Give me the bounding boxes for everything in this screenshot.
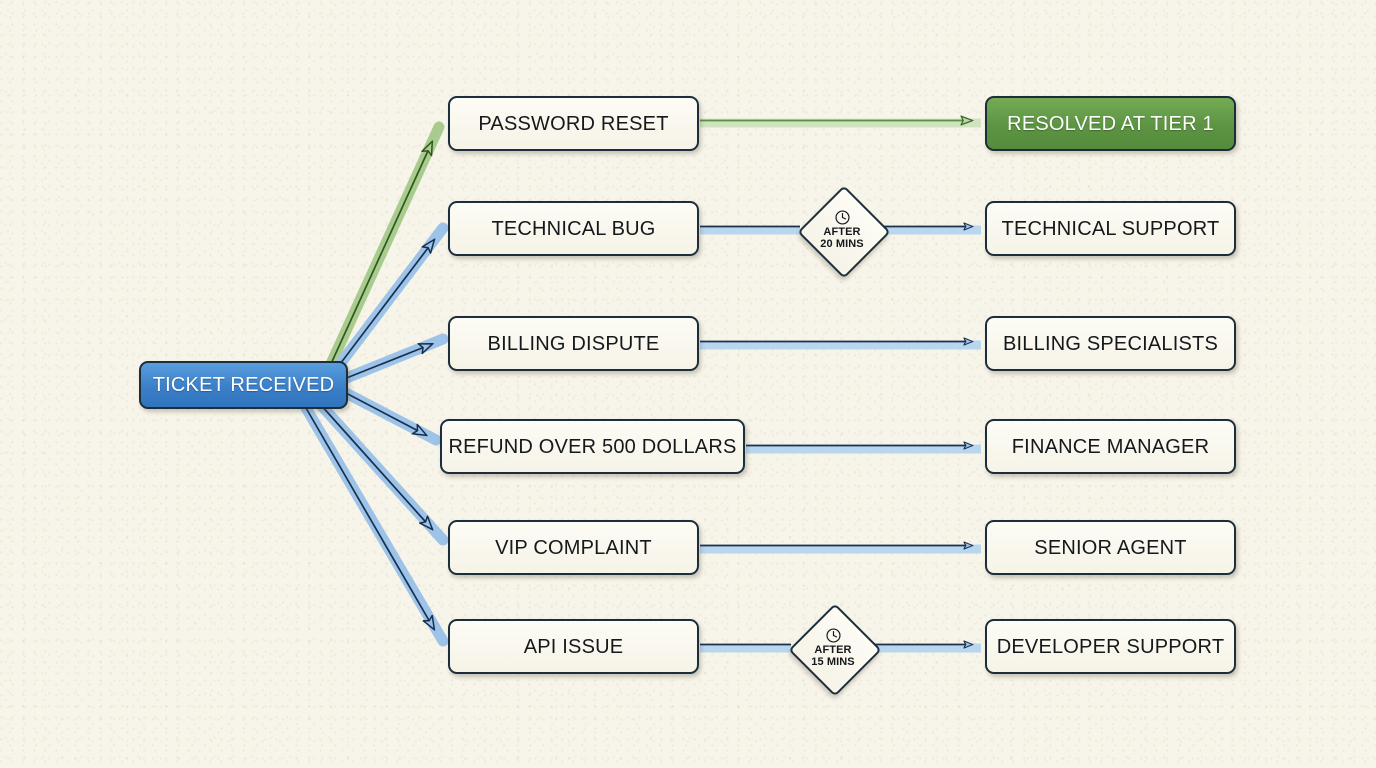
decision-line-2: 15 MINS (811, 656, 855, 668)
edge-ticket-to-api-issue (300, 402, 449, 647)
diamond-content: AFTER 20 MINS (820, 209, 864, 250)
clock-icon (834, 209, 851, 226)
edge-password-reset-to-resolved (700, 121, 981, 128)
node-api-issue[interactable]: API ISSUE (448, 619, 699, 674)
edge-refund-to-finance-manager (746, 446, 981, 454)
node-senior-agent[interactable]: SENIOR AGENT (985, 520, 1236, 575)
node-ticket-received[interactable]: TICKET RECEIVED (139, 361, 348, 409)
clock-icon (825, 627, 842, 644)
node-vip-complaint[interactable]: VIP COMPLAINT (448, 520, 699, 575)
edge-ticket-to-refund-over-500 (338, 386, 442, 446)
node-password-reset[interactable]: PASSWORD RESET (448, 96, 699, 151)
decision-after-20-mins[interactable]: AFTER 20 MINS (797, 185, 891, 279)
edge-ticket-to-vip-complaint (314, 398, 449, 546)
node-technical-support[interactable]: TECHNICAL SUPPORT (985, 201, 1236, 256)
node-refund-over-500-dollars[interactable]: REFUND OVER 500 DOLLARS (440, 419, 745, 474)
node-resolved-at-tier-1[interactable]: RESOLVED AT TIER 1 (985, 96, 1236, 151)
node-developer-support[interactable]: DEVELOPER SUPPORT (985, 619, 1236, 674)
edge-ticket-to-password-reset (324, 121, 445, 372)
edge-billing-dispute-to-billing-specialists (700, 342, 981, 350)
node-billing-dispute[interactable]: BILLING DISPUTE (448, 316, 699, 371)
edge-api-issue-to-decision-15min (700, 643, 791, 653)
node-billing-specialists[interactable]: BILLING SPECIALISTS (985, 316, 1236, 371)
decision-line-1: AFTER (814, 644, 852, 657)
edge-decision-20min-to-technical-support (884, 227, 981, 235)
edge-technical-bug-to-decision-20min (700, 225, 800, 235)
node-finance-manager[interactable]: FINANCE MANAGER (985, 419, 1236, 474)
edge-vip-complaint-to-senior-agent (700, 546, 981, 554)
edge-ticket-to-technical-bug (328, 222, 449, 378)
node-technical-bug[interactable]: TECHNICAL BUG (448, 201, 699, 256)
decision-line-2: 20 MINS (820, 238, 864, 250)
decision-after-15-mins[interactable]: AFTER 15 MINS (788, 603, 882, 697)
decision-line-1: AFTER (823, 226, 861, 239)
diamond-content: AFTER 15 MINS (811, 627, 855, 668)
edge-ticket-to-billing-dispute (338, 333, 449, 385)
edge-decision-15min-to-developer-support (875, 645, 981, 653)
